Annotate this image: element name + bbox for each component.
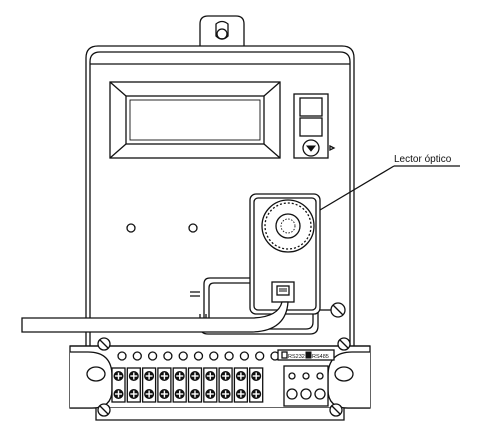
- terminal-slot: [203, 367, 218, 403]
- optical-reader-callout: Lector óptico: [319, 154, 460, 211]
- rs232-label: RS232: [288, 354, 305, 360]
- terminal-dot: [132, 351, 142, 361]
- rs485-label: RS485: [312, 354, 329, 360]
- terminal-dot: [163, 351, 173, 361]
- terminal-slot: [187, 367, 203, 403]
- terminal-dot: [193, 351, 204, 361]
- terminal-dot: [178, 351, 188, 361]
- comm-terminals: RS232 RS485: [277, 349, 335, 407]
- hanging-tab: [199, 15, 245, 46]
- terminal-dot: [255, 351, 265, 361]
- optical-reader: [249, 193, 321, 315]
- terminal-dot: [147, 351, 158, 361]
- side-screw: [320, 302, 346, 318]
- terminal-slot: [126, 367, 141, 403]
- lector-optico-label: Lector óptico: [394, 154, 452, 165]
- mounting-holes: [126, 223, 198, 233]
- display-buttons: [293, 93, 336, 159]
- terminal-slot: [141, 367, 157, 403]
- terminal-slot: [157, 367, 172, 403]
- terminal-slot: [233, 367, 249, 403]
- terminal-dot: [209, 351, 219, 361]
- terminal-slot: [172, 367, 187, 403]
- terminal-dot: [117, 351, 127, 361]
- terminal-slot: [111, 367, 126, 403]
- terminal-dots: [117, 351, 280, 361]
- terminal-screws: [111, 367, 264, 403]
- terminal-dot: [224, 351, 234, 361]
- terminal-slot: [249, 367, 264, 403]
- terminal-slot: [218, 367, 233, 403]
- terminal-dot: [239, 351, 250, 361]
- lcd-display: [109, 81, 281, 159]
- optical-cable: [21, 301, 289, 333]
